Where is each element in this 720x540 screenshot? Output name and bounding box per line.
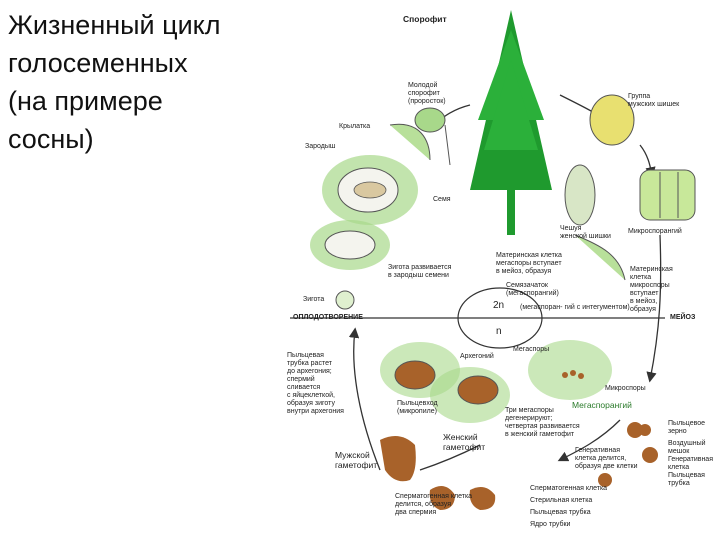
label-megasporangium: Мегаспорангий xyxy=(572,400,632,410)
label-megaspore-mother-cell: Материнская клетка мегаспоры вступает в … xyxy=(496,252,562,275)
label-ploidy-n: n xyxy=(496,326,502,337)
label-pollen-tube-text: Пыльцевая трубка растет до архегония; сп… xyxy=(287,352,344,415)
label-male-cone-group: Группа мужских шишек xyxy=(628,93,680,108)
label-microsporangium-top: Микроспорангий xyxy=(628,228,682,235)
label-tube-nucleus: Ядро трубки xyxy=(530,521,571,528)
label-generative-divides: Генеративная клетка делится, образуя две… xyxy=(575,447,638,470)
label-zygote: Зигота xyxy=(303,296,325,303)
label-pollen-tube: Пыльцевая трубка xyxy=(668,472,705,487)
title-line-3: (на примере xyxy=(8,86,163,116)
label-wing: Крылатка xyxy=(339,123,371,130)
label-integument: (мегаспоран- гий с интегументом) xyxy=(520,304,630,311)
label-pollen-tube-2: Пыльцевая трубка xyxy=(530,509,591,516)
title-line-2: голосеменных xyxy=(8,48,188,78)
title-line-4: сосны) xyxy=(8,124,94,154)
label-ploidy-2n: 2n xyxy=(493,300,505,311)
label-embryo: Зародыш xyxy=(305,143,336,150)
label-three-megaspores: Три мегаспоры дегенерируют; четвертая ра… xyxy=(505,407,580,438)
label-male-gametophyte: Мужской гаметофит xyxy=(335,450,378,470)
label-spermatogenous-cell: Сперматогенная клетка xyxy=(530,485,608,492)
label-young-female-cone: Чешуя женской шишки xyxy=(560,225,611,240)
label-sporophyte: Спорофит xyxy=(403,14,447,24)
label-air-sac: Воздушный мешок xyxy=(668,440,706,455)
label-generative-cell: Генеративная клетка xyxy=(668,456,713,471)
page-title: Жизненный цикл голосеменных (на примере … xyxy=(8,6,258,158)
label-archegonium: Архегоний xyxy=(460,353,494,360)
label-meiosis: МЕЙОЗ xyxy=(670,314,696,321)
label-zygote-develops: Зигота развивается в зародыш семени xyxy=(388,264,452,279)
label-sperm-divides: Сперматогенная клетка делится, образуя д… xyxy=(395,493,473,516)
label-megaspores: Мегаспоры xyxy=(513,346,550,353)
label-young-sporophyte: Молодой спорофит (проросток) xyxy=(408,82,446,105)
label-seed: Семя xyxy=(433,196,451,203)
label-fertilization: ОПЛОДОТВОРЕНИЕ xyxy=(293,314,363,321)
label-female-gametophyte: Женский гаметофит xyxy=(443,432,486,452)
pine-tree-illustration xyxy=(470,10,552,235)
title-line-1: Жизненный цикл xyxy=(8,10,221,40)
label-pollen-entrance: Пыльцевход (микропиле) xyxy=(397,400,438,415)
label-microspore-mother-cell: Материнская клетка микроспоры вступает в… xyxy=(630,266,673,313)
label-megasporangium-nucellus: Семязачаток (мегаспорангий) xyxy=(506,282,559,297)
label-sterile-cell: Стерильная клетка xyxy=(530,497,593,504)
label-microspores: Микроспоры xyxy=(605,385,646,392)
label-pollen-grain: Пыльцевое зерно xyxy=(668,420,706,435)
